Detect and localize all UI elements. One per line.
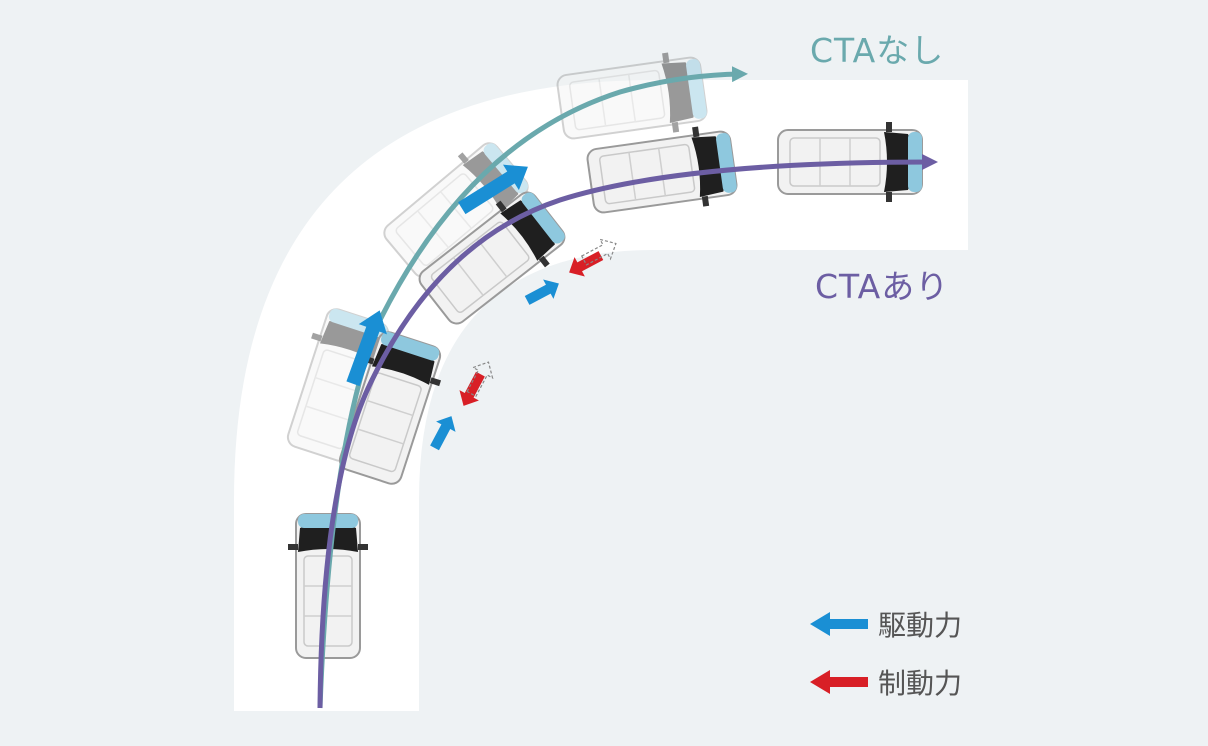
legend-drive-force-label: 駆動力 — [878, 609, 962, 642]
drive-arrow-icon — [346, 310, 387, 387]
label-cta-on: CTAあり — [815, 267, 949, 306]
drive-arrow-icon — [524, 279, 559, 305]
trajectory-with-cta — [317, 154, 939, 709]
drive-force-legend-arrow-icon — [810, 612, 868, 636]
legend-brake-force-label: 制動力 — [878, 667, 962, 700]
brake-force-legend-arrow-icon — [810, 670, 868, 694]
drive-arrow-icon — [430, 416, 456, 451]
brake-arrow-icon — [459, 371, 485, 406]
brake-arrow-icon — [569, 251, 604, 277]
drive-force-outline-icon — [466, 361, 494, 398]
legend: 駆動力 制動力 — [810, 609, 962, 700]
label-cta-off: CTAなし — [810, 31, 944, 70]
drive-force-outline-icon — [580, 238, 617, 266]
drive-arrow-icon — [458, 164, 528, 215]
